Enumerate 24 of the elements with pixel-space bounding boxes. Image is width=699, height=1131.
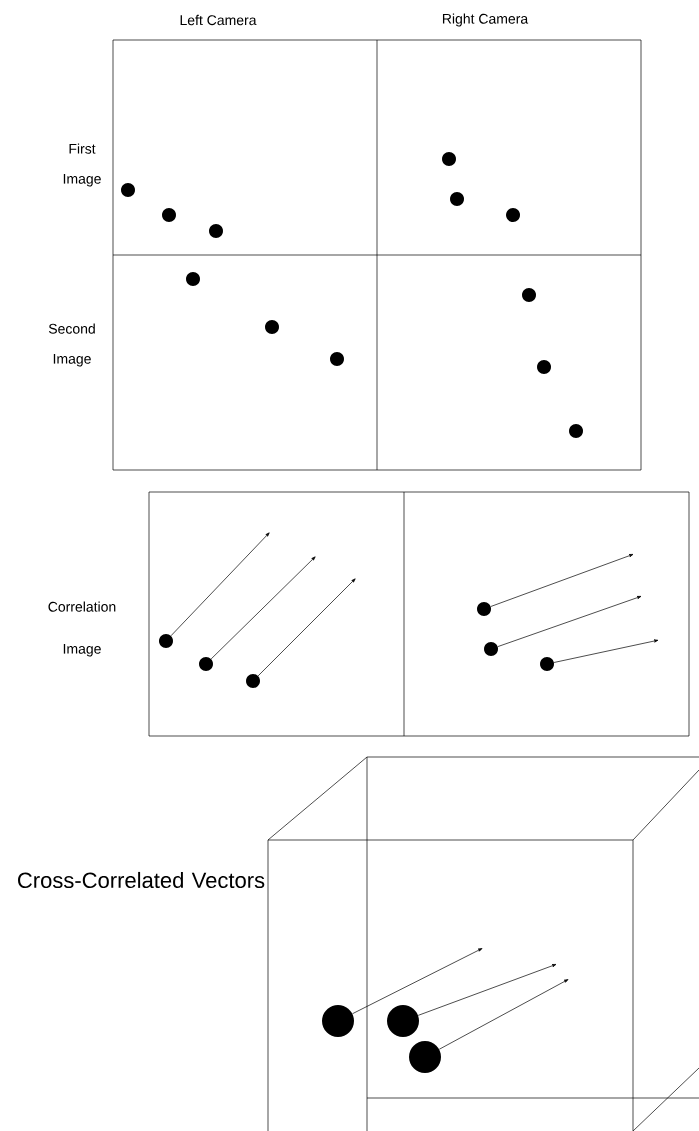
column-heading: Left Camera [180, 14, 257, 26]
dot [199, 657, 213, 671]
arrow [257, 578, 356, 677]
dot [322, 1005, 354, 1037]
row-label: Correlation Image [48, 601, 116, 657]
dot [409, 1041, 441, 1073]
arrow [170, 532, 270, 637]
arrow [553, 639, 659, 663]
dot [159, 634, 173, 648]
row-label: Cross-Correlated Vectors [18, 871, 265, 889]
dot [484, 642, 498, 656]
arrow [417, 964, 557, 1016]
row-label: Second Image [48, 323, 95, 367]
arrow [210, 556, 316, 660]
arrow [490, 554, 634, 607]
dot [540, 657, 554, 671]
row-label: First Image [63, 143, 101, 187]
dot [246, 674, 260, 688]
column-heading: Right Camera [442, 13, 529, 27]
arrow [352, 948, 483, 1015]
arrow [438, 979, 569, 1050]
arrow [497, 596, 642, 647]
dot [477, 602, 491, 616]
dot [387, 1005, 419, 1037]
